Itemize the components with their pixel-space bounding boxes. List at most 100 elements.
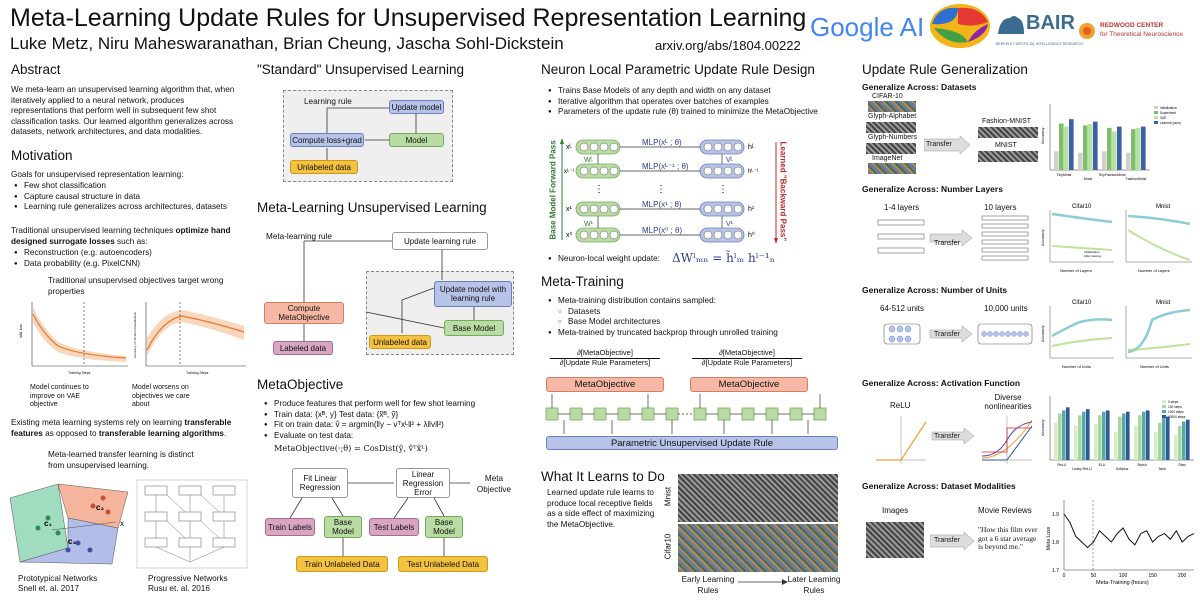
- neuron-update-list: Neuron-local weight update:: [548, 254, 678, 265]
- learns-text: Learned update rule learns to produce lo…: [547, 488, 655, 529]
- lbl-WL: Wᴸ: [584, 157, 594, 164]
- bar: [1142, 411, 1146, 460]
- bar: [1064, 126, 1069, 170]
- learning-arrow: [738, 579, 788, 585]
- existing-mid: as opposed to: [42, 428, 99, 438]
- lbl-h0: h⁰: [748, 231, 755, 239]
- plot1-ylabel: VAE loss: [19, 324, 23, 338]
- bar: [1059, 123, 1064, 170]
- legend-swatch: [1162, 405, 1166, 408]
- nu-left-label: 64-512 units: [880, 304, 925, 313]
- x-tick-label: Step: [1178, 463, 1185, 467]
- af-right-label: Diverse nonlinearities: [984, 393, 1032, 411]
- x-tick-label: 0: [1063, 573, 1066, 579]
- plot-caption: Traditional unsupervised objectives targ…: [48, 276, 224, 296]
- legend-label: Supervised: [1160, 111, 1176, 115]
- mo-item: Train data: {xᴮ, y} Test data: {x̃ᴮ, ỹ}: [264, 410, 534, 421]
- bar: [1074, 425, 1078, 460]
- grad-num-1: ∂[MetaObjective]: [550, 348, 660, 359]
- x-tick-label: 200: [1178, 573, 1187, 579]
- bair-text: BAIR: [1026, 12, 1075, 34]
- dm-xlabel: Meta-Training (hours): [1096, 580, 1149, 586]
- bar: [1078, 415, 1082, 460]
- lbl-hL: hᴸ: [748, 144, 755, 151]
- neuron-item: Trains Base Models of any depth and widt…: [548, 86, 838, 97]
- goals-text: Goals for unsupervised representation le…: [11, 170, 184, 179]
- dm-images-thumb: [866, 522, 924, 558]
- mo-box-1: MetaObjective: [546, 377, 664, 392]
- google-ai-logo-text: Google AI: [810, 12, 925, 42]
- svg-text:⋮: ⋮: [718, 184, 728, 195]
- bar: [1146, 410, 1150, 460]
- mnist-side-label: Mnist: [662, 478, 673, 518]
- nu-units-icon: [883, 323, 1033, 345]
- nu-y: Accuracy: [1040, 326, 1045, 342]
- base-model-2-box: Base Model: [425, 516, 463, 538]
- dm-quote: "How this film ever got a 6 star average…: [978, 525, 1038, 551]
- af-left-label: ReLU: [890, 401, 911, 410]
- existing-text: Existing meta learning systems rely on l…: [11, 418, 246, 439]
- ds-glyph-a-label: Glyph-Alphabet: [868, 113, 917, 120]
- af-transfer-label: Transfer: [934, 433, 960, 440]
- cifar-filters-image: [678, 524, 838, 572]
- grad-num-2: ∂[MetaObjective]: [692, 348, 802, 359]
- trad-item: Reconstruction (e.g. autoencoders): [14, 248, 254, 259]
- fit-linear-regression-box: Fit Linear Regression: [292, 468, 348, 498]
- bar: [1083, 125, 1088, 170]
- ds-transfer-label: Transfer: [926, 141, 952, 148]
- brain-logo: [928, 2, 992, 52]
- bar: [1122, 413, 1126, 460]
- plot2-xlabel: Training Steps: [186, 371, 209, 375]
- nl-right-label: 10 layers: [984, 203, 1017, 212]
- bar: [1174, 435, 1178, 460]
- generalization-heading: Update Rule Generalization: [862, 62, 1028, 77]
- modalities-heading: Generalize Across: Dataset Modalities: [862, 481, 1016, 491]
- legend-swatch: [1154, 111, 1158, 114]
- plot2-ylabel: Accuracy on 10 Shot Classification: [133, 311, 137, 358]
- bar: [1134, 425, 1138, 460]
- redwood-logo: REDWOOD CENTER for Theoretical Neuroscie…: [1078, 20, 1198, 44]
- bar: [1058, 413, 1062, 460]
- lbl-x1: x¹: [566, 206, 573, 213]
- neuron-heading: Neuron Local Parametric Update Rule Desi…: [541, 62, 815, 77]
- svg-text:⋮: ⋮: [594, 184, 604, 195]
- bar: [1131, 129, 1136, 170]
- nl-transfer-label: Transfer: [934, 240, 960, 247]
- nl-legend-1: After training: [1084, 254, 1101, 258]
- ds-imagenet-image: [868, 163, 916, 174]
- metaobjective-heading: MetaObjective: [257, 377, 344, 392]
- trad-pre: Traditional unsupervised learning techni…: [11, 226, 176, 235]
- mo-item: Evaluate on test data:: [264, 431, 534, 442]
- bar: [1106, 410, 1110, 460]
- ds-glyph-n-label: Glyph-Numbers: [868, 134, 918, 141]
- x-tick-label: ReLU: [1058, 463, 1067, 467]
- learns-heading: What It Learns to Do: [541, 469, 665, 484]
- prog-caption-1: Progressive Networks: [148, 574, 228, 583]
- linear-regression-error-box: Linear Regression Error: [396, 468, 450, 498]
- forward-pass-label: Base Model Forward Pass: [548, 140, 558, 240]
- meta-update-rule-box: Update learning rule: [392, 232, 488, 250]
- lbl-x0: x⁰: [566, 231, 573, 239]
- activation-heading: Generalize Across: Activation Function: [862, 378, 1021, 388]
- bar: [1078, 152, 1083, 170]
- arxiv-link[interactable]: arxiv.org/abs/1804.00222: [655, 38, 801, 53]
- x-tick-label: FashionMnist: [1126, 177, 1147, 181]
- bar: [1138, 415, 1142, 460]
- plot1-xlabel: Training Steps: [68, 371, 91, 375]
- dm-ylabel: Meta Loss: [1046, 526, 1052, 550]
- trad-bold: optimize hand designed surrogate losses: [11, 226, 231, 246]
- bar: [1126, 152, 1131, 170]
- bar: [1107, 127, 1112, 170]
- x-tick-label: Softplus: [1116, 467, 1129, 471]
- ds-glyph-a-image: [866, 122, 916, 133]
- abstract-heading: Abstract: [11, 62, 61, 77]
- early-label: Early Learning Rules: [681, 575, 735, 595]
- std-model-box: Model: [389, 133, 444, 147]
- mt-sub-item: Base Model architectures: [548, 317, 838, 328]
- x-tick-label: ELU: [1099, 463, 1106, 467]
- lbl-V1: V¹: [726, 221, 734, 228]
- mt-item: Meta-trained by truncated backprop throu…: [548, 328, 838, 339]
- bar: [1054, 151, 1059, 170]
- grad-den-1: ∂[Update Rule Parameters]: [559, 357, 651, 367]
- grad-fraction-2: ∂[MetaObjective] ∂[Update Rule Parameter…: [692, 348, 802, 367]
